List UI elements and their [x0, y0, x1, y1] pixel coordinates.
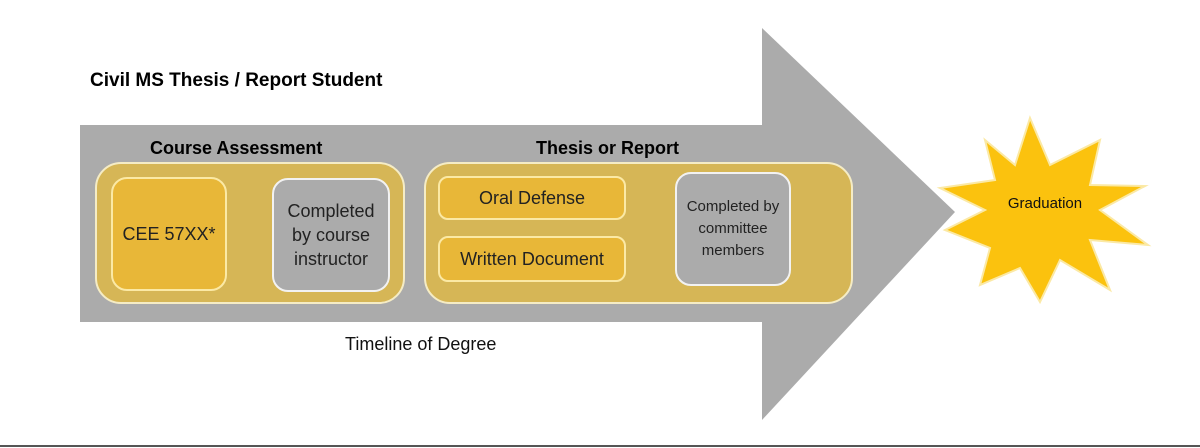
starburst-icon	[936, 115, 1152, 305]
bottom-divider	[0, 445, 1200, 447]
committee-completed-box: Completed by committee members	[675, 172, 791, 286]
course-completed-box: Completed by course instructor	[272, 178, 390, 292]
course-code-label: CEE 57XX*	[122, 223, 216, 244]
oral-defense-label: Oral Defense	[478, 187, 586, 208]
thesis-report-heading: Thesis or Report	[536, 138, 680, 158]
committee-completed-label: Completed by committee members	[686, 198, 780, 259]
course-completed-label: Completed by course instructor	[287, 200, 375, 270]
oral-defense-box: Oral Defense	[438, 176, 626, 220]
graduation-label: Graduation	[1007, 195, 1083, 212]
page-title: Civil MS Thesis / Report Student	[90, 70, 383, 91]
timeline-label: Timeline of Degree	[345, 334, 497, 354]
course-code-box: CEE 57XX*	[111, 177, 227, 291]
written-document-box: Written Document	[438, 236, 626, 282]
course-assessment-heading: Course Assessment	[150, 138, 323, 158]
written-document-label: Written Document	[460, 248, 604, 269]
